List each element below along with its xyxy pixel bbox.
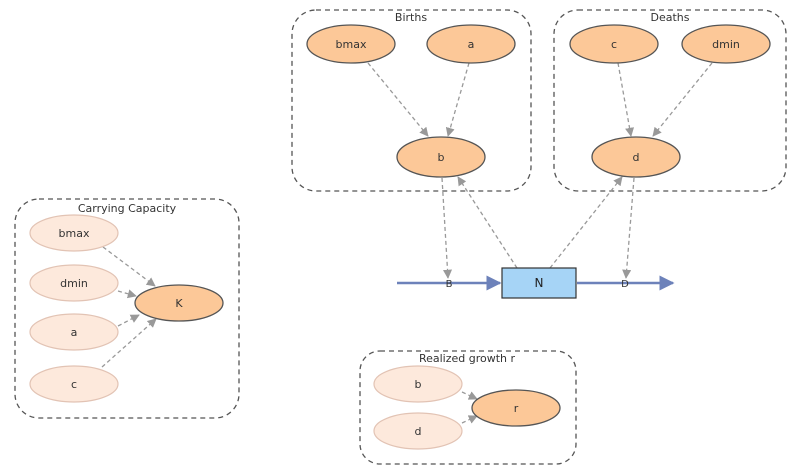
carrying-capacity-group: Carrying Capacity [14, 198, 240, 419]
node-b-label: b [438, 151, 445, 164]
realized-growth-group-border [359, 350, 577, 465]
ghost-node-b[interactable]: b [373, 365, 463, 403]
ghost-node-bmax[interactable]: bmax [29, 214, 119, 252]
death-flow-label: D [621, 279, 629, 290]
births-group-border [291, 9, 532, 192]
carrying-capacity-group-border [14, 198, 240, 419]
ghost-node-bmax-label: bmax [59, 227, 90, 240]
ghost-node-a-label: a [71, 326, 78, 339]
influence-links [101, 62, 713, 424]
link-bmax-to-K [102, 246, 156, 287]
link-d-to-death-flow [622, 177, 635, 279]
ghost-node-d-label: d [415, 425, 422, 438]
link-N-to-d [549, 176, 623, 269]
link-bmax-to-b [367, 62, 429, 137]
realized-growth-group: Realized growth r [359, 350, 577, 465]
ghost-node-d[interactable]: d [373, 412, 463, 450]
node-a-label: a [468, 38, 475, 51]
link-b-to-birth-flow [441, 177, 453, 279]
ghost-node-dmin[interactable]: dmin [29, 264, 119, 302]
node-c[interactable]: c [569, 24, 659, 64]
birth-flow: B [397, 275, 502, 291]
birth-flow-label: B [446, 279, 453, 290]
node-r[interactable]: r [471, 389, 561, 427]
link-a-to-b [445, 62, 470, 137]
node-dmin-label: dmin [712, 38, 740, 51]
ghost-node-dmin-label: dmin [60, 277, 88, 290]
link-c-to-d [617, 62, 635, 137]
node-d-label: d [633, 151, 640, 164]
link-d-to-r [461, 415, 478, 424]
realized-growth-group-title: Realized growth r [419, 352, 516, 365]
node-bmax-label: bmax [336, 38, 367, 51]
link-dmin-to-K [117, 289, 137, 299]
node-a[interactable]: a [426, 24, 516, 64]
link-c-to-K [101, 318, 157, 368]
deaths-group-border [553, 9, 787, 192]
deaths-group-title: Deaths [651, 11, 690, 24]
link-b-to-r [461, 391, 478, 400]
death-flow: D [577, 275, 675, 291]
ghost-node-c-label: c [71, 378, 77, 391]
births-group-title: Births [395, 11, 427, 24]
stock-N[interactable]: N [501, 267, 577, 299]
node-c-label: c [611, 38, 617, 51]
stock-N-box[interactable] [501, 267, 577, 299]
carrying-capacity-group-title: Carrying Capacity [78, 202, 177, 215]
ghost-node-b-label: b [415, 378, 422, 391]
ghost-node-a[interactable]: a [29, 313, 119, 351]
births-group: Births [291, 9, 532, 192]
deaths-group: Deaths [553, 9, 787, 192]
node-d[interactable]: d [591, 136, 681, 178]
node-r-label: r [514, 402, 519, 415]
node-K[interactable]: K [134, 284, 224, 322]
node-dmin[interactable]: dmin [681, 24, 771, 64]
node-K-label: K [175, 297, 183, 310]
node-b[interactable]: b [396, 136, 486, 178]
link-a-to-K [117, 314, 140, 327]
node-bmax[interactable]: bmax [306, 24, 396, 64]
stock-N-label: N [535, 276, 544, 290]
link-dmin-to-d [652, 62, 713, 137]
ghost-node-c[interactable]: c [29, 365, 119, 403]
